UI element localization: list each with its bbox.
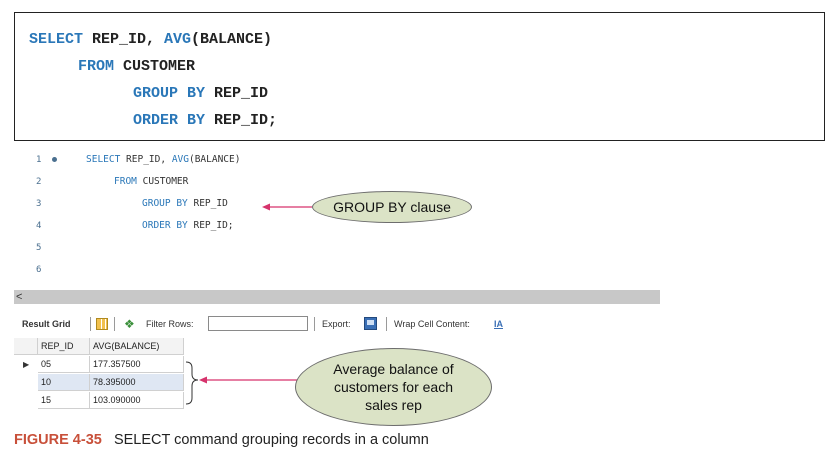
code-line-3: GROUP BY REP_ID	[133, 85, 269, 102]
wrap-cell-content-icon[interactable]: IA	[494, 319, 503, 329]
cell-rep-id[interactable]: 05	[38, 356, 90, 373]
code-line-1: SELECT REP_ID, AVG(BALANCE)	[29, 31, 273, 48]
wrap-cell-content-label: Wrap Cell Content:	[394, 319, 470, 329]
current-row-icon: ▶	[23, 360, 30, 369]
result-grid-tab[interactable]: Result Grid	[22, 319, 71, 329]
callout-group-by: GROUP BY clause	[312, 191, 472, 223]
editor-line[interactable]: 2 FROM CUSTOMER	[14, 172, 654, 192]
editor-line[interactable]: 6	[14, 260, 654, 280]
table-row[interactable]: ▶ 05 177.357500	[14, 356, 194, 373]
editor-horizontal-scrollbar[interactable]: <	[14, 290, 660, 304]
editor-code: ORDER BY REP_ID;	[142, 220, 234, 231]
filter-rows-input[interactable]	[208, 316, 308, 331]
toolbar-divider	[386, 317, 387, 331]
filter-rows-label: Filter Rows:	[146, 319, 194, 329]
line-number: 1	[36, 155, 42, 165]
figure-caption-text: SELECT command grouping records in a col…	[113, 432, 429, 448]
toolbar-divider	[314, 317, 315, 331]
grid-view-icon[interactable]	[96, 318, 108, 330]
column-header-avg-balance[interactable]: AVG(BALANCE)	[90, 338, 184, 355]
line-number: 6	[36, 265, 42, 275]
export-icon[interactable]	[364, 317, 377, 330]
code-line-4: ORDER BY REP_ID;	[133, 112, 278, 129]
line-number: 5	[36, 243, 42, 253]
editor-code: FROM CUSTOMER	[114, 176, 189, 187]
table-header: REP_ID AVG(BALANCE)	[14, 338, 194, 355]
code-box: SELECT REP_ID, AVG(BALANCE) FROM CUSTOME…	[14, 12, 825, 141]
scroll-left-icon[interactable]: <	[16, 291, 23, 303]
code-line-2: FROM CUSTOMER	[78, 58, 196, 75]
cell-avg-balance[interactable]: 103.090000	[90, 392, 184, 409]
cell-avg-balance[interactable]: 177.357500	[90, 356, 184, 373]
table-row[interactable]: 15 103.090000	[14, 392, 194, 409]
figure-caption: FIGURE 4-35 SELECT command grouping reco…	[14, 432, 429, 448]
result-toolbar: Result Grid ❖ Filter Rows: Export: Wrap …	[14, 312, 660, 336]
editor-code: SELECT REP_ID, AVG(BALANCE)	[86, 154, 241, 165]
line-number: 4	[36, 221, 42, 231]
line-number: 2	[36, 177, 42, 187]
callout-average-balance: Average balance of customers for each sa…	[295, 348, 492, 426]
cell-rep-id[interactable]: 15	[38, 392, 90, 409]
row-indicator-header	[14, 338, 38, 355]
result-grid: REP_ID AVG(BALANCE) ▶ 05 177.357500 10 7…	[14, 338, 194, 412]
filter-icon[interactable]: ❖	[124, 317, 135, 331]
cell-rep-id[interactable]: 10	[38, 374, 90, 391]
figure-number: FIGURE 4-35	[14, 432, 102, 448]
export-label: Export:	[322, 319, 351, 329]
editor-line[interactable]: 5	[14, 238, 654, 258]
statement-marker-icon	[52, 157, 57, 162]
table-row[interactable]: 10 78.395000	[14, 374, 194, 391]
line-number: 3	[36, 199, 42, 209]
editor-code: GROUP BY REP_ID	[142, 198, 228, 209]
toolbar-divider	[114, 317, 115, 331]
editor-line[interactable]: 4 ORDER BY REP_ID;	[14, 216, 654, 236]
average-arrowhead-icon	[199, 376, 207, 384]
editor-line[interactable]: 3 GROUP BY REP_ID	[14, 194, 654, 214]
column-header-rep-id[interactable]: REP_ID	[38, 338, 90, 355]
toolbar-divider	[90, 317, 91, 331]
cell-avg-balance[interactable]: 78.395000	[90, 374, 184, 391]
editor-line[interactable]: 1 SELECT REP_ID, AVG(BALANCE)	[14, 150, 654, 170]
sql-editor[interactable]: 1 SELECT REP_ID, AVG(BALANCE) 2 FROM CUS…	[14, 148, 660, 290]
